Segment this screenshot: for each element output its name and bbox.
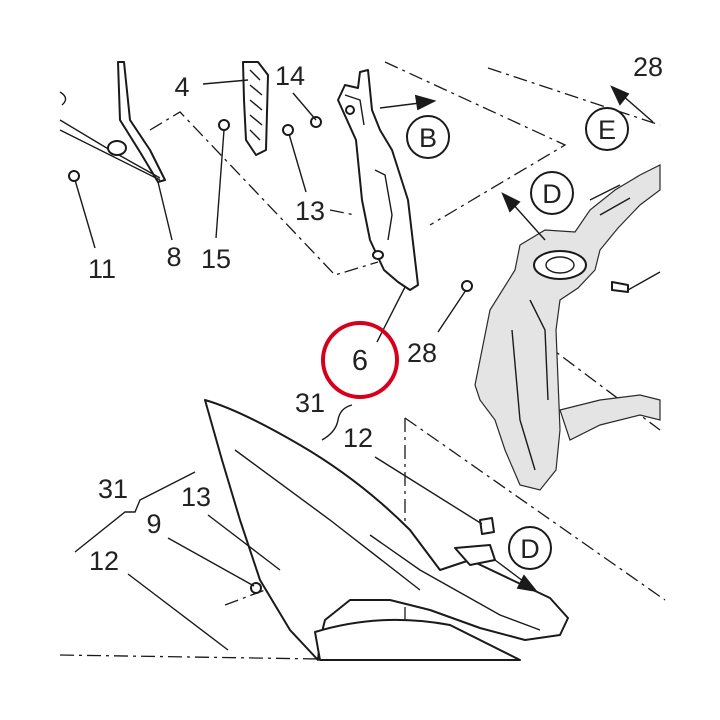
view-ref-e: E [585,107,629,151]
view-ref-e-label: E [598,115,616,145]
callout-31-top: 31 [295,388,325,418]
part-8-bracket [59,61,166,183]
callout-13-bottom: 13 [181,482,211,512]
view-ref-b: B [406,115,450,159]
callout-4: 4 [174,72,189,102]
screw-15 [218,119,230,131]
callout-9: 9 [146,509,161,539]
washer-14 [310,116,322,128]
view-ref-d-top-label: D [542,179,562,209]
lower-fairing [204,399,569,661]
screw-11 [68,170,80,182]
callout-12-mid: 12 [343,423,373,453]
direction-arrows [379,85,654,593]
clip-12 [479,517,495,535]
callout-6: 6 [352,345,368,377]
callout-11: 11 [88,254,116,284]
brace-lines [74,404,353,553]
view-ref-d-bottom-label: D [520,534,540,564]
bolt-right [611,281,629,293]
view-ref-b-label: B [419,123,437,153]
callout-14: 14 [275,61,305,91]
screw-28 [461,280,473,292]
callout-13-top: 13 [295,196,325,226]
callout-28-edge: 28 [633,52,663,82]
callout-28: 28 [407,338,437,368]
panel-bracket-top [337,69,419,291]
callout-31-bottom: 31 [98,474,128,504]
highlight-ring [321,321,399,399]
part-4-rib [242,61,269,156]
view-ref-d-bottom: D [508,526,552,570]
screw-13-top [282,124,294,136]
view-ref-d-top: D [530,171,574,215]
callout-15: 15 [201,244,231,274]
frame-assembly [474,164,661,491]
callout-8: 8 [166,242,181,272]
callout-12-bottom: 12 [89,546,119,576]
callout-labels: 4 14 13 11 8 15 6 28 28 31 12 31 13 9 12 [88,52,663,576]
leader-lines [74,79,661,651]
